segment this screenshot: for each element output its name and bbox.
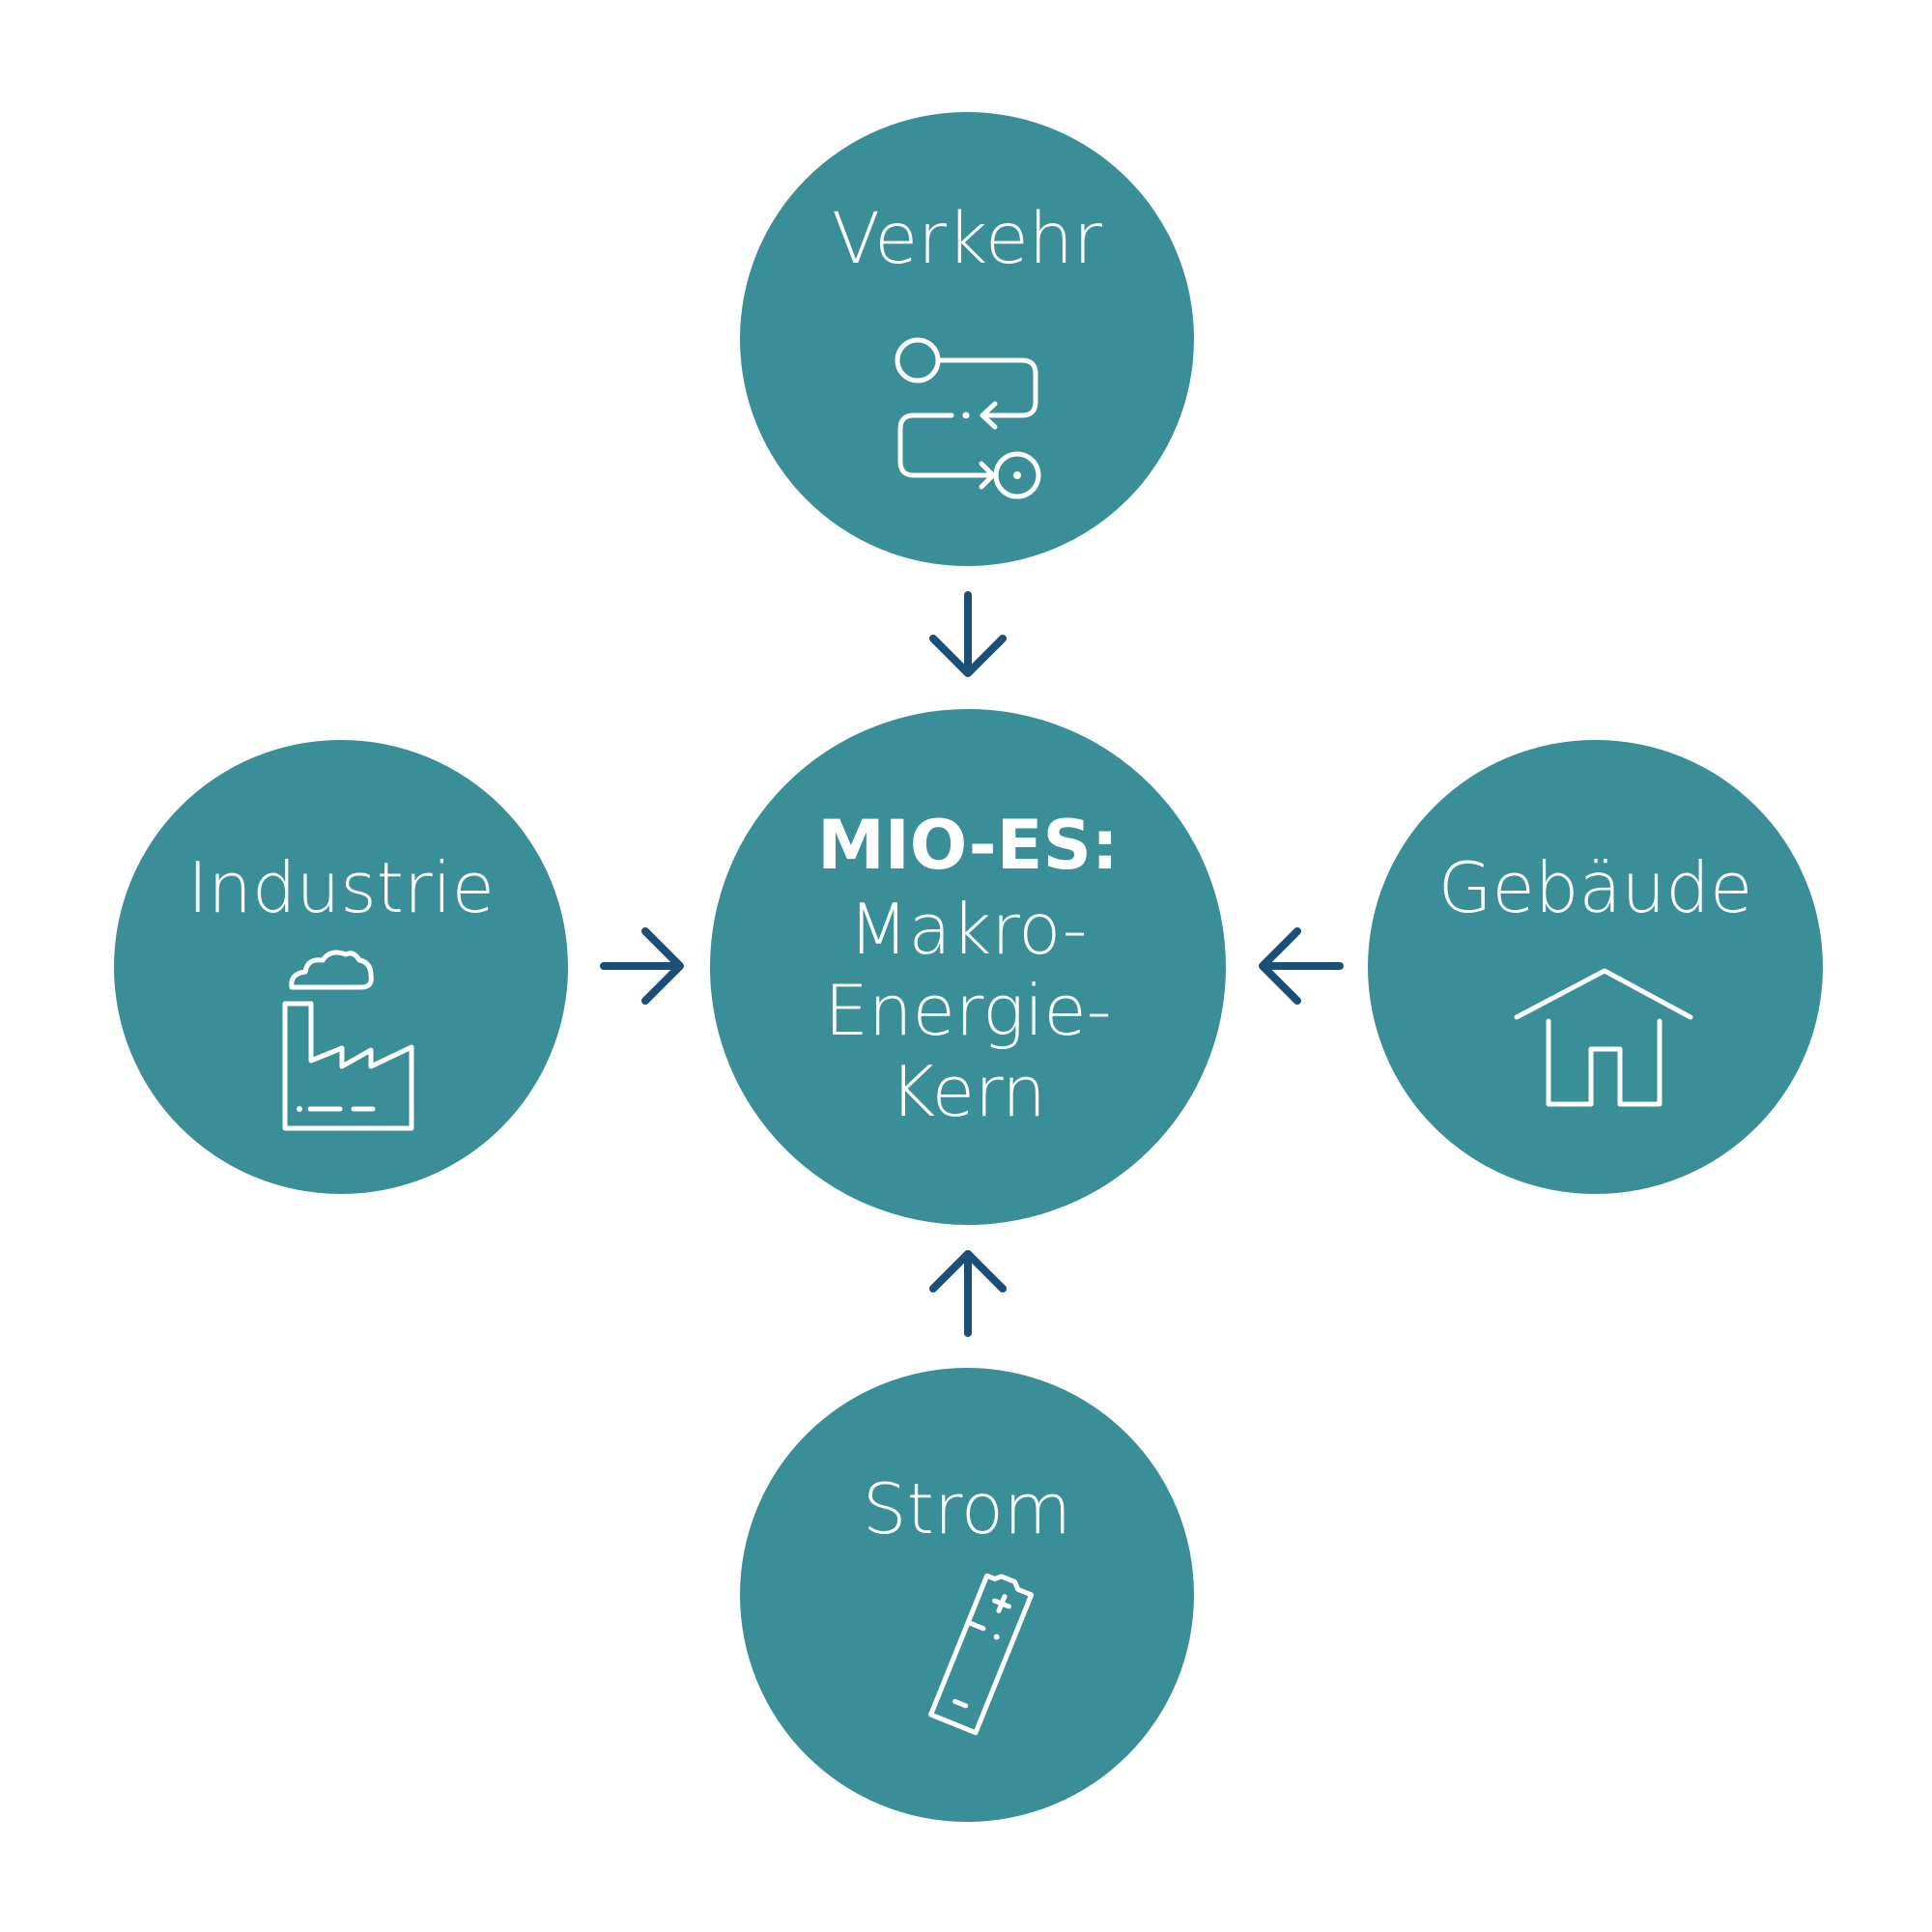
node-strom: Strom bbox=[740, 1368, 1194, 1822]
center-line-3: Kern bbox=[890, 1051, 1046, 1132]
node-label-verkehr: Verkehr bbox=[831, 198, 1103, 280]
arrow-left-icon bbox=[1259, 927, 1344, 1005]
arrow-right-icon bbox=[600, 927, 684, 1005]
node-gebaeude: Gebäude bbox=[1368, 740, 1823, 1194]
center-line-1: Makro- bbox=[848, 889, 1088, 970]
node-center-mio-es: MIO-ES: Makro- Energie- Kern bbox=[710, 709, 1226, 1225]
center-title: MIO-ES: bbox=[817, 806, 1119, 885]
arrow-up-icon bbox=[929, 1250, 1007, 1337]
node-label-gebaeude: Gebäude bbox=[1437, 847, 1753, 928]
arrow-down-icon bbox=[929, 591, 1007, 677]
node-industrie: Industrie bbox=[114, 740, 568, 1194]
node-verkehr: Verkehr bbox=[740, 112, 1194, 566]
node-label-strom: Strom bbox=[862, 1468, 1072, 1549]
center-line-2: Energie- bbox=[824, 970, 1112, 1051]
node-label-industrie: Industrie bbox=[187, 847, 495, 928]
